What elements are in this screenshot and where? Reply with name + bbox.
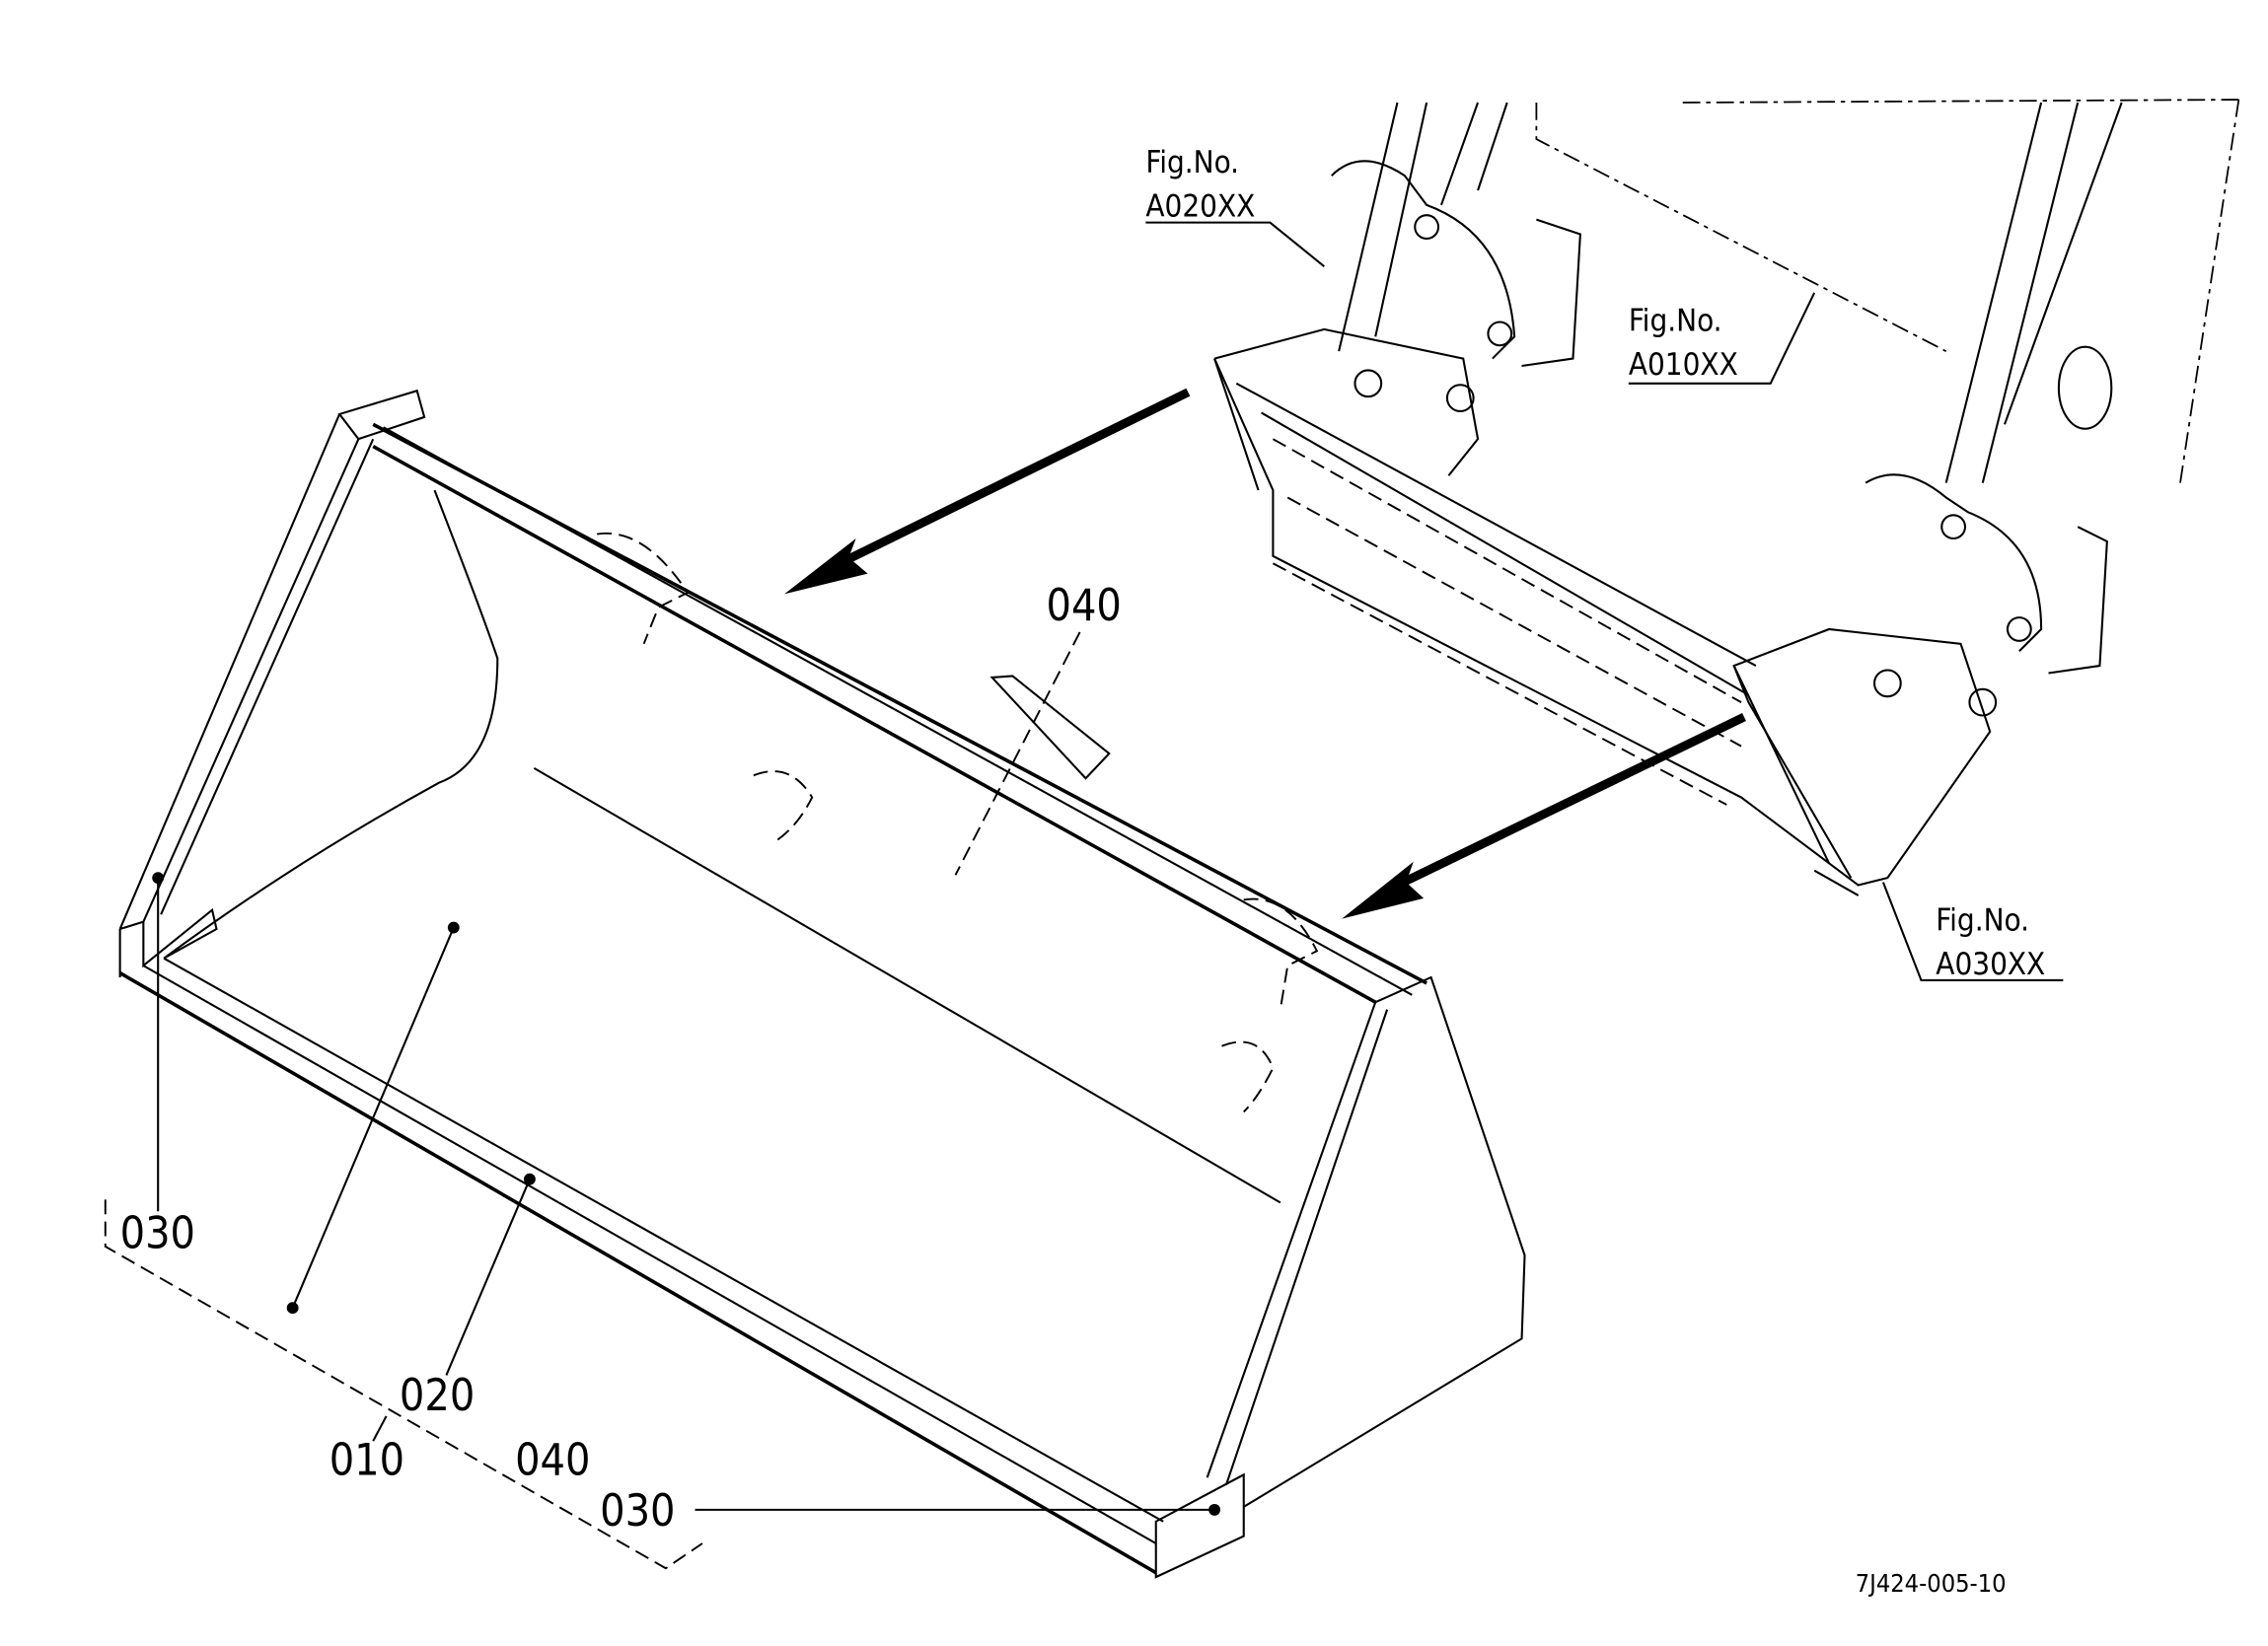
part-label-030-bottom: 030 [600,1486,675,1537]
fig-ref-a030-code[interactable]: A030XX [1936,947,2045,982]
fig-ref-a030-prefix: Fig.No. [1936,903,2029,939]
part-label-040-decal: 040 [1047,581,1122,631]
part-label-010: 010 [329,1435,404,1485]
fig-ref-a010-prefix: Fig.No. [1629,303,1722,338]
part-label-020: 020 [400,1371,475,1421]
fig-ref-a010-code[interactable]: A010XX [1629,347,1738,383]
fig-ref-a020-prefix: Fig.No. [1145,145,1239,180]
leader-lines [104,221,2064,1570]
arrow-upper [784,388,1191,595]
drawing-code: 7J424-005-10 [1856,1569,2007,1598]
arrow-lower [1342,712,1746,919]
part-label-030-left: 030 [120,1208,195,1258]
part-label-040: 040 [515,1435,590,1485]
loader-frame [1213,99,2240,896]
bucket [118,389,1526,1579]
fig-ref-a020-code[interactable]: A020XX [1145,189,1255,225]
